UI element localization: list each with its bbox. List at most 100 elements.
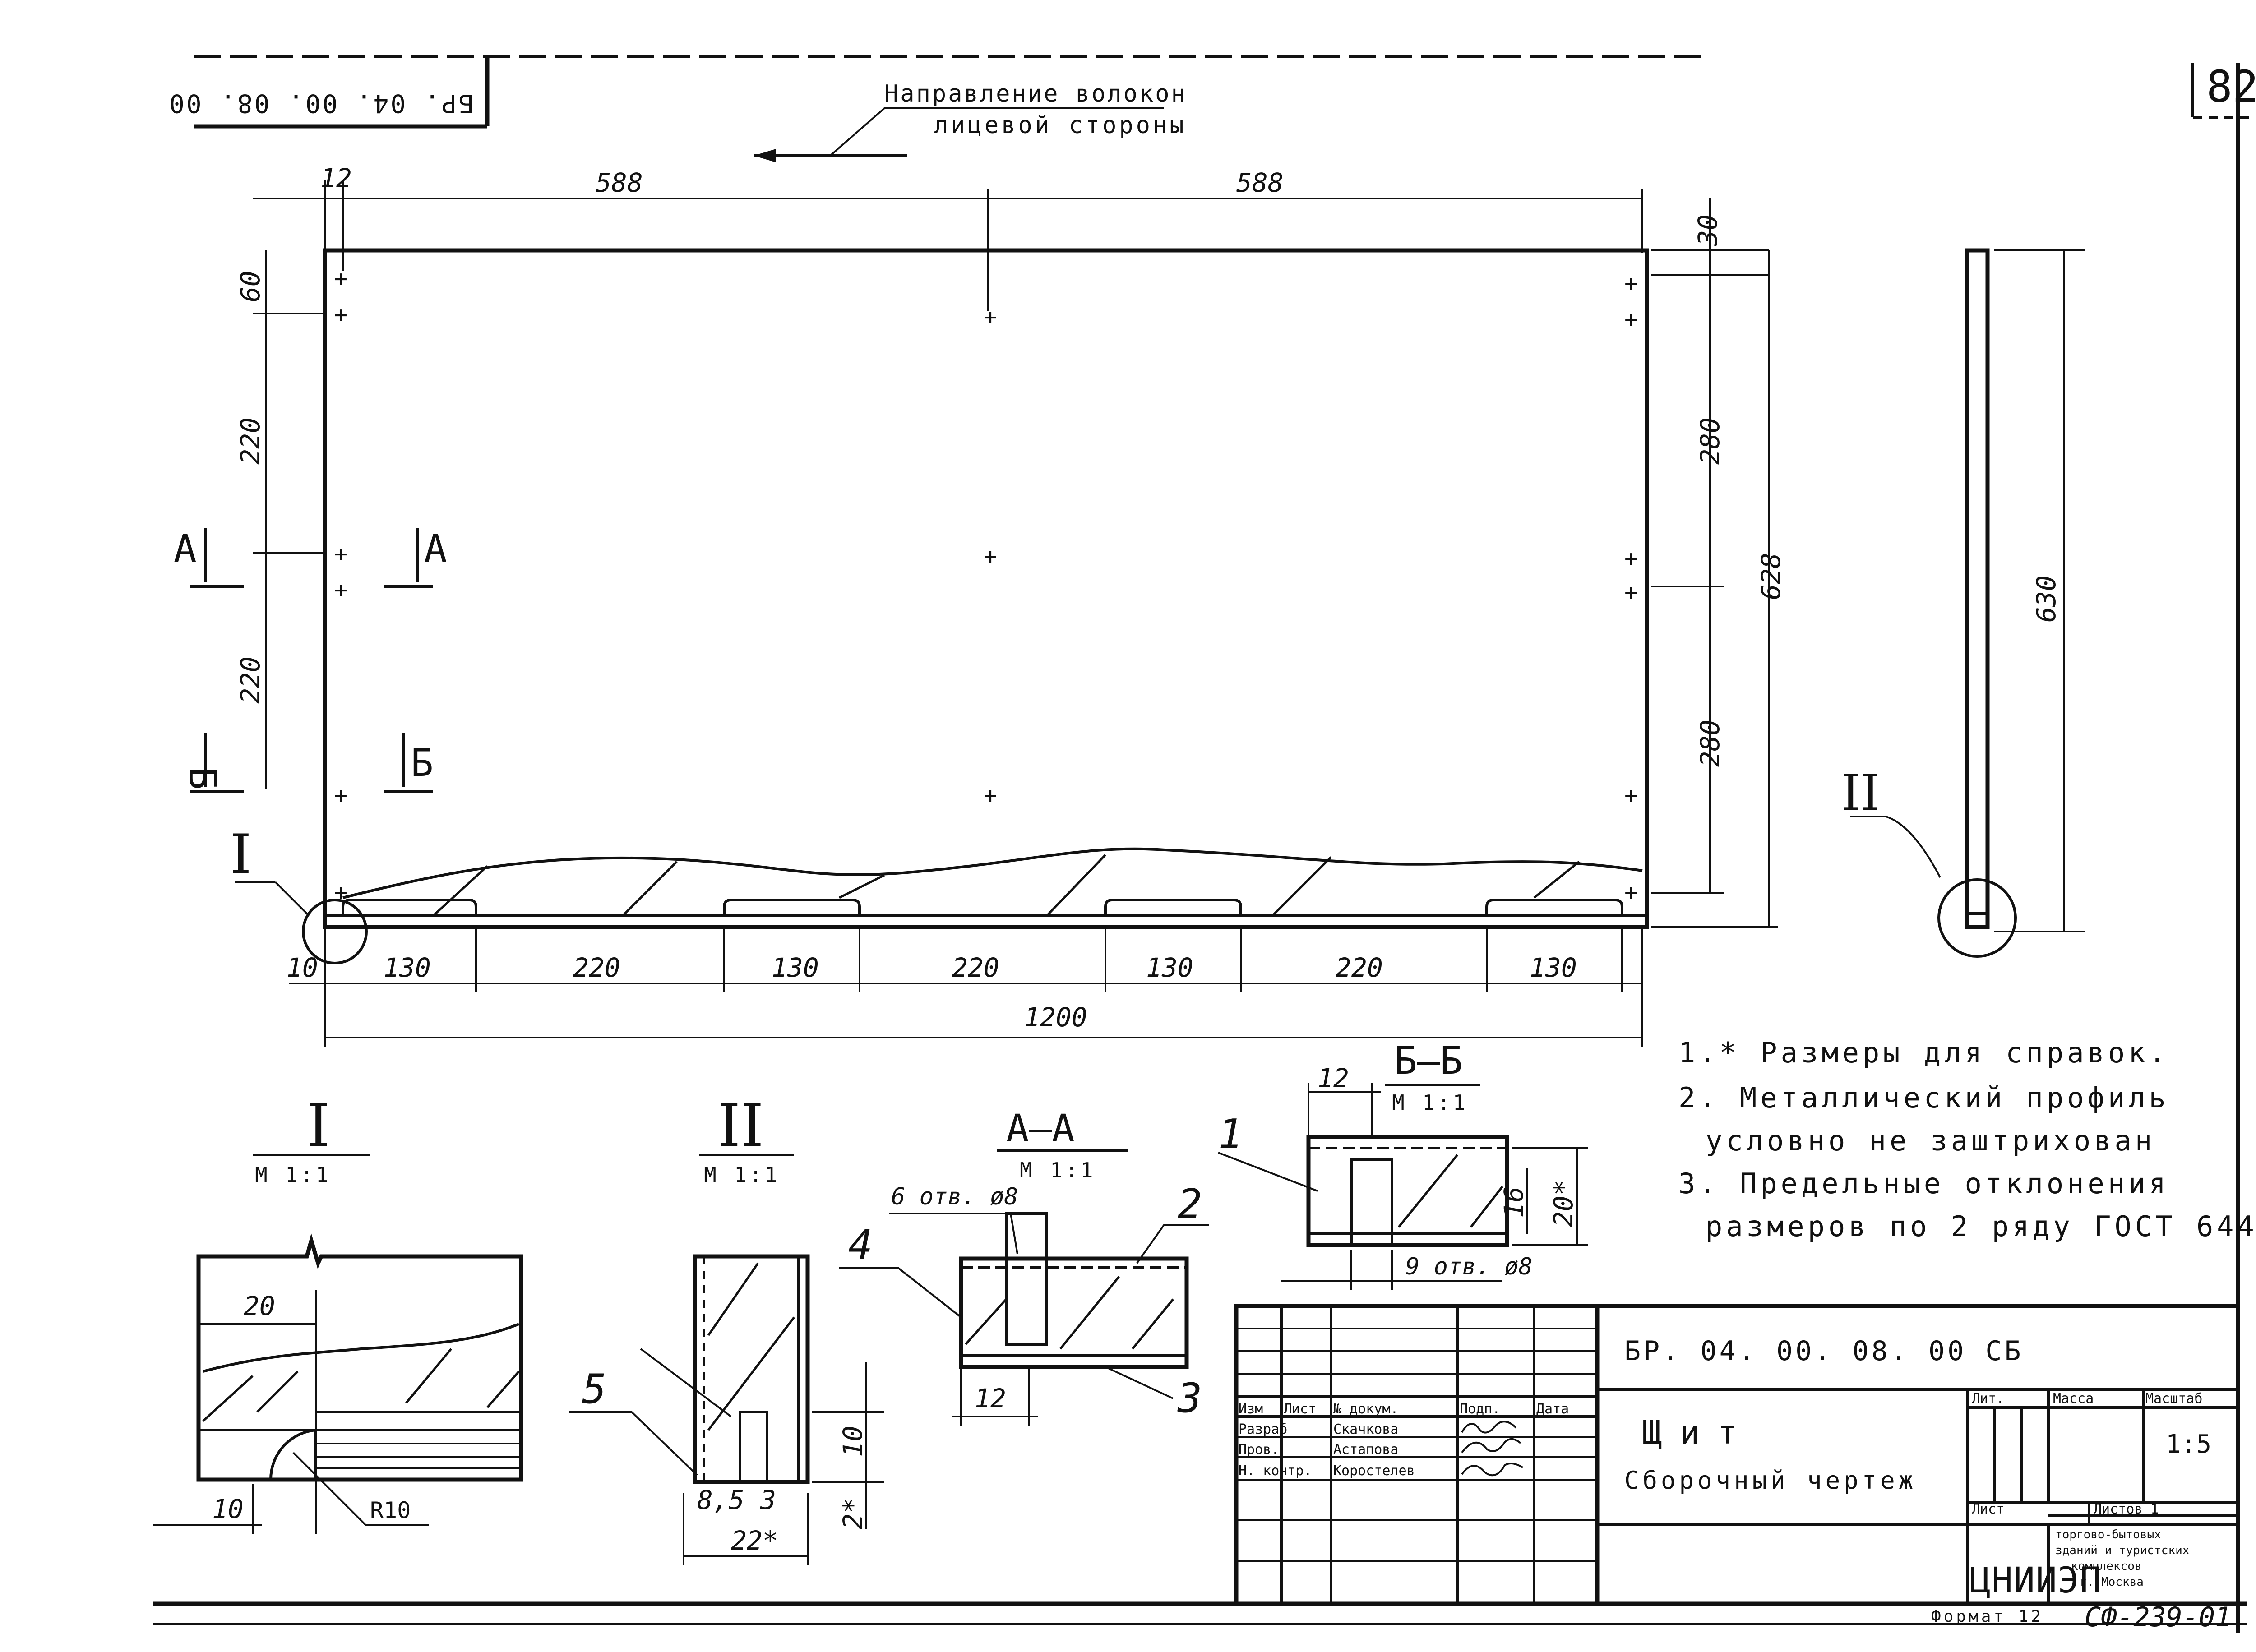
dim-edge-12: 12 (320, 163, 352, 194)
signature-3 (1461, 1463, 1524, 1477)
tb-massa: Масса (2053, 1391, 2094, 1407)
signature-1 (1461, 1421, 1517, 1434)
tb-org-line-0: торгово-бытовых (2055, 1528, 2161, 1541)
tb-role-2: Н. контр. (1239, 1463, 1312, 1479)
note-3: 3. Предельные отклонения (1678, 1167, 2169, 1200)
fiber-direction-line1: Направление волокон (884, 80, 1187, 107)
svg-text:+: + (334, 577, 347, 603)
tb-header-izm: Изм (1239, 1401, 1263, 1417)
section-bb-dim-16: 16 (1498, 1186, 1529, 1218)
section-b-b: Б—Б М 1:1 12 1 16 20* 9 отв. ø8 (1218, 1038, 1588, 1290)
sheet-number: 82 (2206, 61, 2256, 112)
dim-seg-4: 220 (952, 952, 999, 983)
section-aa-item-3: 3 (1177, 1375, 1202, 1422)
dim-right-588: 588 (1236, 167, 1284, 198)
detail-2-dim-85: 8,5 (697, 1485, 744, 1515)
tb-name: Щит (1642, 1413, 1755, 1451)
sheet-frame (153, 55, 2256, 1633)
detail-2-item-5: 5 (582, 1366, 606, 1413)
detail-2-dim-2: 2* (837, 1498, 868, 1529)
svg-text:+: + (334, 266, 347, 292)
svg-text:+: + (334, 782, 347, 808)
dim-left-220a: 220 (235, 417, 266, 465)
tb-org-line-2: комплексов (2071, 1560, 2142, 1573)
fiber-arrowhead (754, 149, 776, 162)
dim-seg-2: 220 (573, 952, 620, 983)
tb-role-0: Разраб (1239, 1421, 1287, 1437)
detail-1-dim-10: 10 (212, 1494, 244, 1524)
dim-bottom-10: 10 (287, 952, 318, 983)
svg-text:+: + (1624, 879, 1638, 905)
section-bb-dim-20: 20* (1548, 1180, 1579, 1227)
notes: 1.* Размеры для справок. 2. Металлически… (1678, 1036, 2256, 1243)
svg-text:+: + (1624, 782, 1638, 808)
detail-1-scale: М 1:1 (255, 1163, 331, 1187)
tb-org-line-1: зданий и туристских (2055, 1544, 2189, 1557)
svg-text:+: + (984, 543, 997, 569)
note-2b: условно не заштрихован (1706, 1124, 2155, 1157)
svg-text:+: + (334, 541, 347, 567)
detail-2-scale: М 1:1 (704, 1163, 780, 1187)
dim-side-630: 630 (2031, 575, 2062, 623)
tb-org-line-3: г. Москва (2080, 1575, 2144, 1589)
fiber-direction-note: Направление волокон лицевой стороны (754, 80, 1187, 162)
svg-text:+: + (984, 782, 997, 808)
section-a-a: А—А М 1:1 6 отв. ø8 12 4 2 3 (839, 1106, 1209, 1426)
svg-text:+: + (1624, 270, 1638, 296)
stamp-box: БР. 04. 00. 08. 00 (167, 56, 490, 129)
detail-2: II М 1:1 8,5 3 22* 10 2* 5 (569, 1091, 884, 1565)
note-2: 2. Металлический профиль (1678, 1081, 2169, 1114)
title-block: Изм Лист № докум. Подп. Дата Разраб Пров… (1234, 1304, 2240, 1606)
dim-left-588: 588 (596, 167, 643, 198)
tb-masshtab: Масштаб (2145, 1391, 2202, 1407)
tb-role-1: Пров. (1239, 1442, 1279, 1458)
tb-list-label: Лист (1972, 1501, 2004, 1517)
detail-1-radius: R10 (370, 1497, 411, 1523)
tb-scale-value: 1:5 (2166, 1430, 2211, 1459)
detail-1-title: I (307, 1091, 330, 1160)
detail-1-dim-20: 20 (244, 1291, 275, 1321)
svg-text:+: + (1624, 306, 1638, 332)
hole-marks: ++ ++ ++ +++ ++ ++ ++ (334, 266, 1638, 905)
tb-header-podp: Подп. (1460, 1401, 1500, 1417)
section-bb-item-1: 1 (1218, 1111, 1243, 1158)
section-aa-item-4: 4 (848, 1221, 873, 1269)
section-b-right: Б (411, 741, 434, 785)
svg-text:+: + (1624, 579, 1638, 605)
section-marks: А А Б Б (174, 526, 447, 793)
section-a-left: А (174, 526, 197, 571)
tb-name-1: Астапова (1333, 1442, 1399, 1458)
main-panel-view: ++ ++ ++ +++ ++ ++ ++ (323, 189, 1649, 929)
tb-lit: Лит. (1972, 1391, 2004, 1407)
section-aa-scale: М 1:1 (1020, 1158, 1096, 1182)
dim-left-220b: 220 (235, 656, 266, 704)
dim-right-280b: 280 (1695, 720, 1725, 767)
left-dimensions: 60 220 220 (235, 250, 325, 789)
tb-name-2: Коростелев (1333, 1463, 1415, 1479)
svg-text:+: + (984, 304, 997, 330)
tb-listov: Листов 1 (2094, 1501, 2159, 1517)
dim-total-628: 628 (1756, 553, 1786, 600)
note-3b: размеров по 2 ряду ГОСТ 6449-53 (1706, 1210, 2256, 1243)
callout-detail-1: I (230, 823, 368, 964)
dim-seg-6: 220 (1336, 952, 1383, 983)
dim-seg-3: 130 (772, 952, 819, 983)
dim-left-60: 60 (235, 271, 266, 302)
section-aa-holes: 6 отв. ø8 (891, 1183, 1018, 1210)
detail-2-dim-3: 3 (760, 1485, 776, 1515)
section-bb-scale: М 1:1 (1392, 1090, 1468, 1115)
section-bb-holes: 9 отв. ø8 (1405, 1253, 1533, 1280)
section-bb-title: Б—Б (1394, 1038, 1463, 1083)
tb-header-list: Лист (1284, 1401, 1316, 1417)
tb-doc-code: БР. 04. 00. 08. 00 СБ (1624, 1335, 2024, 1367)
dim-top-30: 30 (1692, 214, 1723, 246)
section-b-left: Б (180, 767, 225, 790)
dim-seg-7: 130 (1530, 952, 1577, 983)
tb-name-0: Скачкова (1333, 1421, 1399, 1437)
signature-2 (1461, 1438, 1521, 1454)
fiber-direction-line2: лицевой стороны (934, 112, 1187, 139)
tb-org-logo: ЦНИИЭП (1969, 1560, 2102, 1601)
stamp-code: БР. 04. 00. 08. 00 (167, 88, 474, 118)
tb-header-data: Дата (1536, 1401, 1569, 1417)
